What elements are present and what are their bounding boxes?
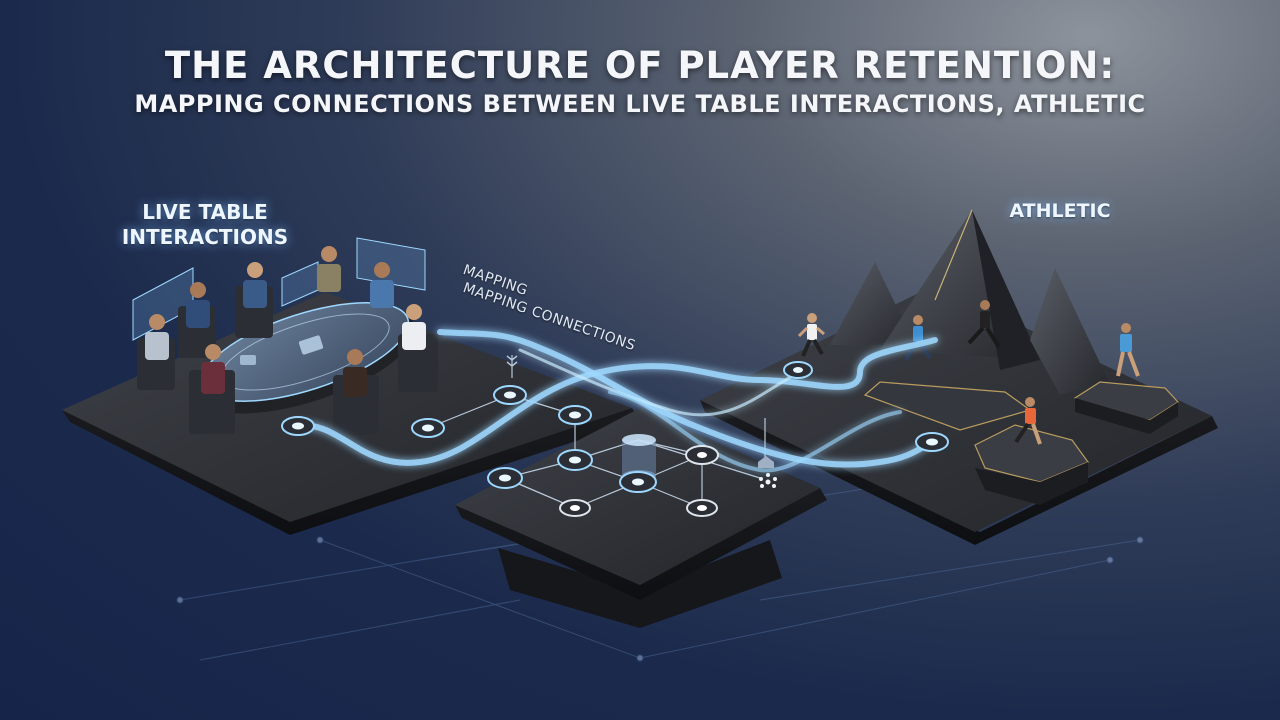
live-table-label: LIVE TABLE INTERACTIONS (100, 200, 310, 250)
player-8 (189, 344, 235, 434)
node (915, 432, 949, 452)
seated-players (137, 246, 438, 435)
athletic-label: ATHLETIC (1009, 200, 1111, 222)
athletes (797, 300, 1140, 445)
title-line-2: MAPPING CONNECTIONS BETWEEN LIVE TABLE I… (134, 90, 1146, 118)
athlete-1 (797, 313, 825, 357)
player-1 (137, 314, 175, 390)
cluster-icon (759, 473, 777, 488)
node (619, 471, 657, 493)
player-3 (235, 262, 273, 338)
node (685, 445, 719, 465)
node (493, 385, 527, 405)
athlete-3 (967, 300, 1001, 349)
athlete-5 (1014, 397, 1042, 445)
node (487, 467, 523, 489)
poker-table (194, 302, 416, 414)
athletic-pedestals (863, 381, 1179, 505)
player-5 (370, 262, 394, 308)
chevron-down-icon (506, 355, 518, 367)
connection-paths (295, 329, 938, 473)
athlete-4 (1116, 323, 1140, 377)
central-hub-platform (455, 408, 827, 628)
network-nodes (281, 361, 949, 517)
player-4 (317, 246, 341, 292)
player-6 (398, 304, 438, 392)
title-line-1: THE ARCHITECTURE OF PLAYER RETENTION: (164, 44, 1116, 87)
node (559, 499, 591, 517)
house-icon (758, 456, 774, 468)
floating-screens (132, 237, 426, 341)
node (686, 499, 718, 517)
live-table-label-line1: LIVE TABLE (142, 200, 268, 224)
node (557, 449, 593, 471)
live-table-label-line2: INTERACTIONS (121, 225, 289, 249)
player-7 (333, 349, 379, 435)
node (558, 405, 592, 425)
player-2 (178, 282, 216, 358)
hub-icons (506, 355, 777, 488)
node (281, 416, 315, 436)
node (411, 418, 445, 438)
node (783, 361, 813, 379)
